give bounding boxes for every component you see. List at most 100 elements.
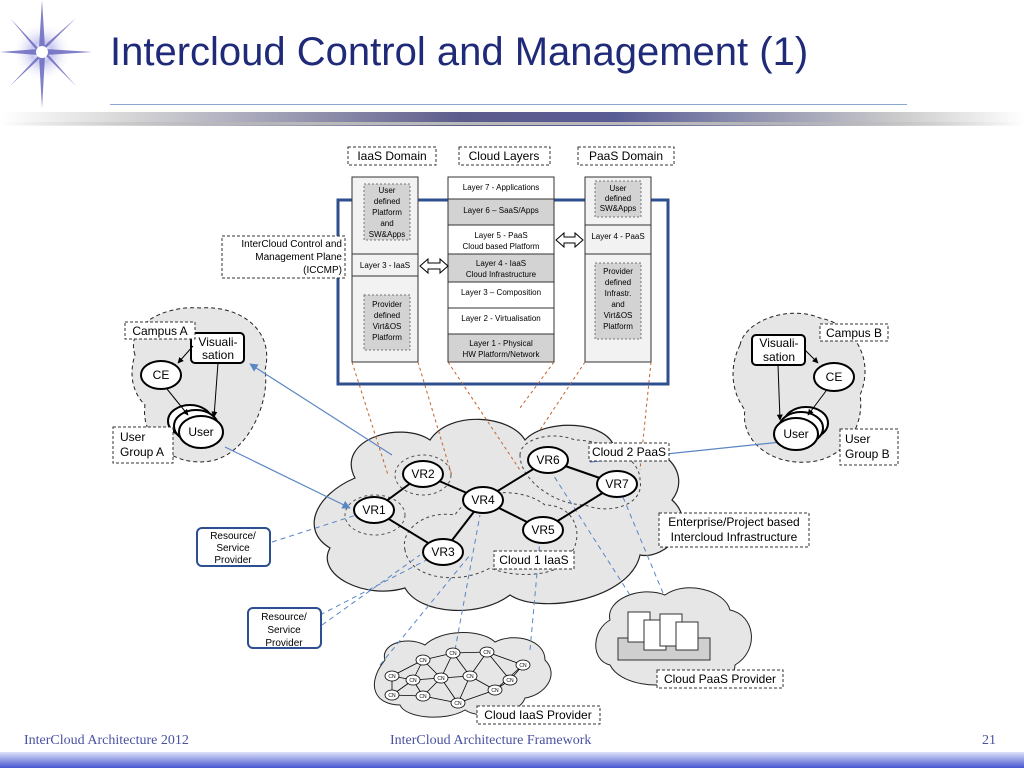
cn-node-label: CN (419, 658, 427, 664)
vr1-group-outline (344, 494, 406, 536)
campus-b-visual-line-2: sation (763, 350, 795, 364)
cloud1-group-outline (403, 492, 578, 579)
resource-provider-box-1 (196, 527, 271, 567)
router-vr1 (353, 496, 395, 524)
cn-node-label: CN (483, 650, 491, 656)
user-group-a-line-2: Group A (120, 445, 164, 459)
resource-provider-1-line-2: Service (216, 543, 250, 554)
cloud1-label-frame (493, 550, 575, 570)
cloud2-label: Cloud 2 PaaS (592, 445, 666, 459)
router-vr4-label: VR4 (471, 493, 495, 507)
cn-node (450, 697, 466, 709)
cn-node (415, 654, 431, 666)
label-frames (112, 146, 899, 725)
paas-bottom-line-6: Platform (603, 322, 633, 331)
iaas-top-line-2: defined (374, 197, 400, 206)
paas-provider-defined-box (594, 262, 642, 340)
cloud-paas-provider-frame (656, 669, 784, 689)
router-vr3-label: VR3 (431, 545, 455, 559)
paas-bottom-line-1: Provider (603, 267, 633, 276)
router-vr3 (422, 538, 464, 566)
user-group-a-line-1: User (120, 430, 145, 444)
cn-node (515, 659, 531, 671)
layer-5-sublabel: Cloud based Platform (463, 242, 540, 251)
cn-node-label: CN (409, 678, 417, 684)
layer-1-sublabel: HW Platform/Network (463, 350, 541, 359)
cn-node-label: CN (506, 678, 514, 684)
iaas-bottom-line-3: Virt&OS (373, 322, 402, 331)
layer-3-box (447, 281, 555, 309)
iaas-layer-label: Layer 3 - IaaS (360, 261, 410, 270)
footer-left: InterCloud Architecture 2012 (24, 733, 189, 748)
campus-a-ce-node (140, 360, 182, 390)
enterprise-label-frame (658, 512, 810, 548)
campus-a-label-frame (124, 321, 196, 340)
paas-layer-label: Layer 4 - PaaS (591, 232, 644, 241)
paas-bottom-line-4: and (611, 300, 624, 309)
cn-node-label: CN (419, 694, 427, 700)
campus-b-ce-node (813, 362, 855, 392)
cn-node-label: CN (466, 674, 474, 680)
cloud-layers-frame (458, 146, 551, 166)
campus-a-visual-line-1: Visuali- (198, 335, 237, 349)
resource-provider-1-line-1: Resource/ (210, 531, 256, 542)
campus-a-label: Campus A (132, 324, 187, 338)
diagram-text: IaaS Domain Cloud Layers PaaS Domain Use… (120, 149, 890, 722)
router-vr5 (522, 516, 564, 544)
layer-6-label: Layer 6 – SaaS/Apps (463, 206, 539, 215)
iaas-top-line-1: User (379, 186, 396, 195)
iccmp-label-line-1: InterCloud Control and (241, 239, 342, 250)
iaas-user-defined-box (363, 183, 411, 241)
campus-b-user-node (773, 417, 819, 451)
iaas-bottom-line-4: Platform (372, 333, 402, 342)
iaas-provider-defined-box (363, 294, 411, 351)
page-number: 21 (982, 733, 996, 748)
iaas-domain-header: IaaS Domain (357, 149, 426, 163)
layer-stack (447, 176, 555, 363)
campus-b-ce-label: CE (826, 370, 843, 384)
routers (353, 446, 638, 566)
cn-node (433, 672, 449, 684)
cn-node (479, 646, 495, 658)
user-group-b-line-2: Group B (845, 447, 890, 461)
iccmp-label-line-2: Management Plane (255, 252, 342, 263)
router-vr7 (596, 470, 638, 498)
iccmp-label-line-3: (ICCMP) (303, 265, 342, 276)
cloud2-label-frame (588, 442, 670, 462)
layer-4-sublabel: Cloud Infrastructure (466, 270, 537, 279)
layer-7-label: Layer 7 - Applications (463, 183, 540, 192)
star-logo-icon (0, 0, 92, 108)
footer-center: InterCloud Architecture Framework (390, 733, 592, 748)
user-group-a-frame (112, 426, 174, 464)
cn-node-label: CN (519, 663, 527, 669)
cn-node-label: CN (491, 688, 499, 694)
campus-b-user-label: User (783, 427, 808, 441)
cloud-iaas-provider-frame (476, 705, 601, 725)
cn-node-label: CN (454, 701, 462, 707)
paas-bottom-line-3: Infrastr. (605, 289, 632, 298)
campus-a-ce-label: CE (153, 368, 170, 382)
decorative-band-line (0, 122, 1024, 125)
resource-provider-2-line-2: Service (267, 625, 301, 636)
cn-node (384, 689, 400, 701)
campus-b-label-frame (819, 323, 889, 342)
campus-b-visual-line-1: Visuali- (759, 336, 798, 350)
cn-node (445, 647, 461, 659)
campus-a-user-node (178, 415, 224, 449)
user-group-b-frame (839, 428, 899, 466)
paas-top-line-3: SW&Apps (600, 204, 636, 213)
router-vr5-label: VR5 (531, 523, 555, 537)
enterprise-label-line-1: Enterprise/Project based (668, 515, 799, 529)
campus-a-arrows (166, 345, 219, 418)
cn-node-label: CN (388, 674, 396, 680)
cn-node (415, 690, 431, 702)
iaas-domain-frame (347, 146, 437, 166)
paas-bottom-line-2: defined (605, 278, 631, 287)
cloud2-group-outline (519, 435, 641, 510)
server-stack-icon (617, 611, 711, 661)
resource-provider-box-2 (247, 607, 322, 649)
router-vr4 (462, 486, 504, 514)
layer-5-box (447, 224, 555, 255)
layer-1-box (447, 333, 555, 363)
router-vr2 (402, 460, 444, 488)
